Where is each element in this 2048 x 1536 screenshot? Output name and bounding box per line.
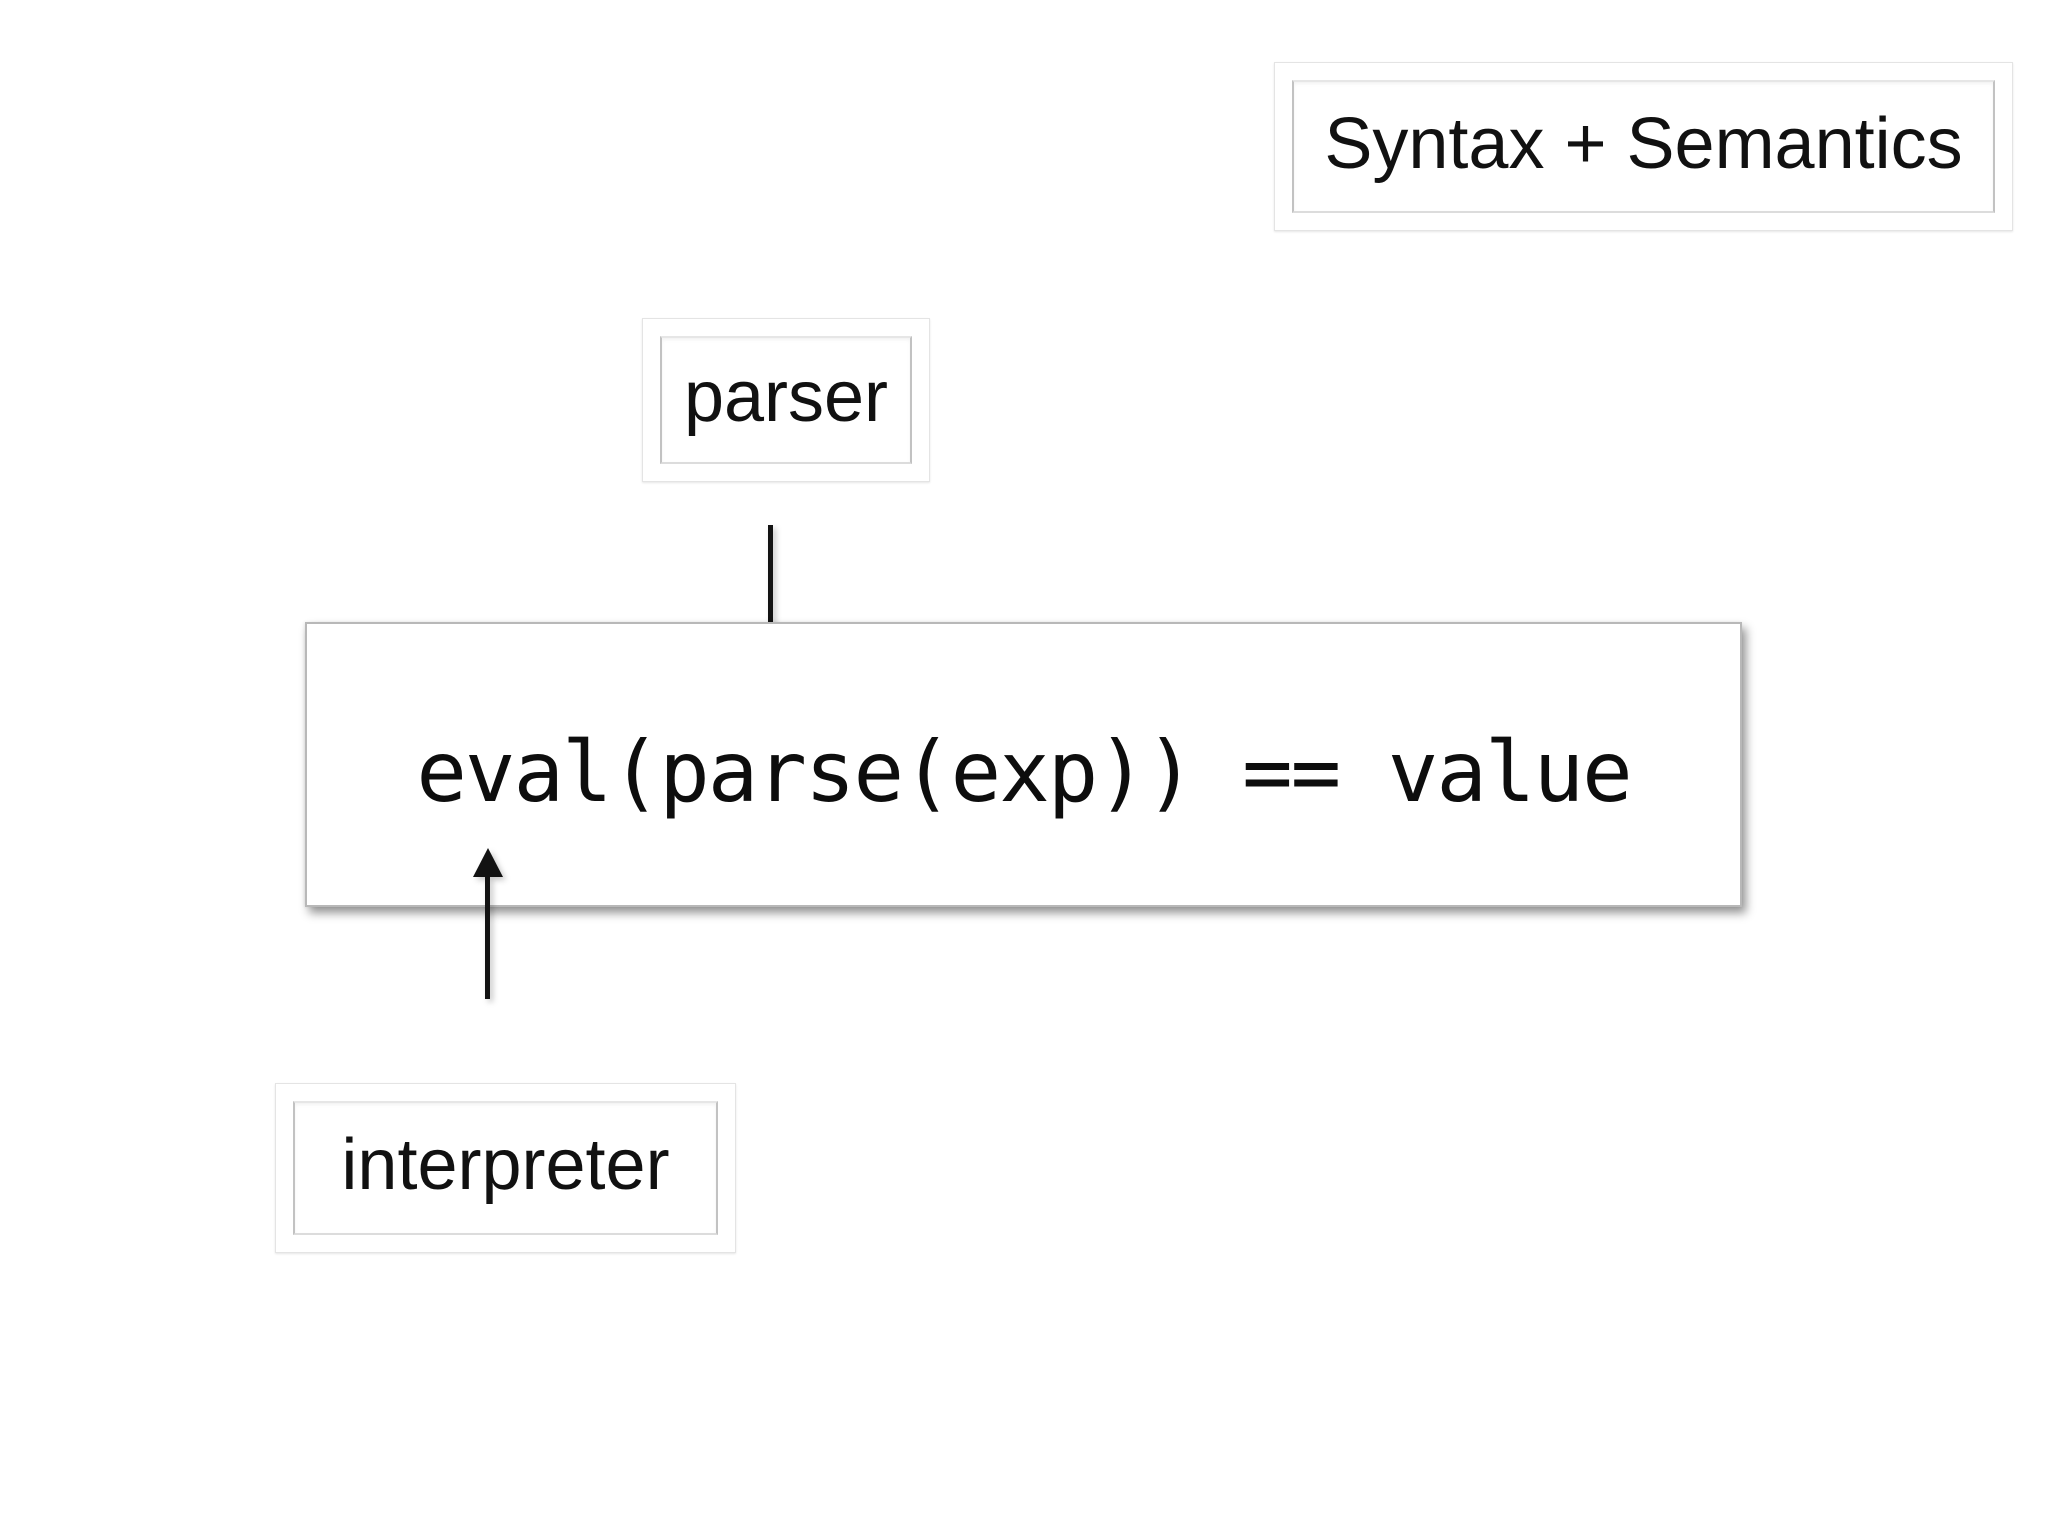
arrow-shaft <box>768 525 773 685</box>
arrow-shaft <box>485 876 490 999</box>
interpreter-to-equation-arrow <box>473 848 503 1028</box>
title-box: Syntax + Semantics <box>1274 62 2013 231</box>
parser-label: parser <box>683 357 889 437</box>
equation-box: eval(parse(exp)) == value <box>305 622 1742 907</box>
arrowhead-up-icon <box>473 848 503 877</box>
interpreter-box-frame: interpreter <box>293 1101 718 1235</box>
interpreter-label: interpreter <box>341 1125 670 1205</box>
interpreter-box: interpreter <box>275 1083 736 1253</box>
parser-box-frame: parser <box>660 336 912 464</box>
equation-text: eval(parse(exp)) == value <box>416 722 1632 821</box>
title-box-frame: Syntax + Semantics <box>1292 80 1995 213</box>
parser-box: parser <box>642 318 930 482</box>
title-label: Syntax + Semantics <box>1324 103 1963 184</box>
